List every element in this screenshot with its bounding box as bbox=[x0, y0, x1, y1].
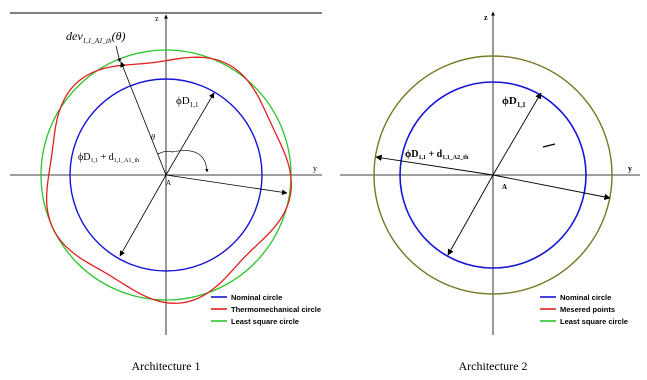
nominal-circle bbox=[69, 78, 263, 272]
architecture-2-panel: z y ϕD1,1 ϕD1,1 + d1,1_A2_th A Nominal c… bbox=[340, 11, 640, 373]
diameter-arrow-left bbox=[375, 154, 494, 176]
diameter-arrow-lower-left bbox=[119, 174, 167, 257]
nominal-circle bbox=[399, 81, 587, 269]
dev-pointer-arrow bbox=[115, 45, 122, 63]
legend-label-measured: Mesered points bbox=[560, 305, 615, 314]
nominal-diameter-label: ϕD1,1 bbox=[176, 95, 199, 109]
diameter-arrow-right bbox=[492, 174, 611, 200]
dev-label: dev1,1_A1_th(θ) bbox=[66, 29, 126, 45]
dev-radius-arrow bbox=[120, 61, 167, 176]
legend-label-thermo: Thermomechanical circle bbox=[231, 305, 321, 314]
y-axis-label: y bbox=[628, 164, 632, 173]
legend-architecture-1: Nominal circle Thermomechanical circle L… bbox=[211, 293, 321, 326]
nominal-radius-arrow bbox=[165, 92, 215, 176]
theta-label: θ bbox=[151, 133, 155, 142]
diameter-arrow-right bbox=[165, 174, 288, 196]
caption-architecture-2: Architecture 2 bbox=[459, 359, 528, 373]
theta-angle-arc-arrow bbox=[171, 150, 209, 173]
thermomechanical-circle bbox=[45, 56, 292, 304]
z-axis-label: z bbox=[155, 14, 159, 23]
legend-label-least-square: Least square circle bbox=[231, 317, 299, 326]
y-axis-label: y bbox=[313, 164, 317, 173]
z-axis-label: z bbox=[484, 13, 488, 22]
center-label: A bbox=[166, 179, 171, 187]
legend-label-nominal: Nominal circle bbox=[560, 293, 611, 302]
measured-points-circle bbox=[373, 55, 613, 295]
center-label: A bbox=[502, 183, 507, 191]
tick-mark bbox=[542, 143, 556, 148]
theta-arc bbox=[157, 150, 173, 155]
legend-label-least-square: Least square circle bbox=[560, 317, 628, 326]
legend-label-nominal: Nominal circle bbox=[231, 293, 282, 302]
architecture-1-panel: z y dev1,1_A1_th(θ) ϕD1,1 θ ϕD1,1 + d1,1… bbox=[10, 12, 322, 373]
nominal-diameter-label: ϕD1,1 bbox=[502, 95, 526, 109]
nominal-radius-arrow bbox=[492, 92, 542, 176]
diameter-arrow-lower-left bbox=[447, 174, 494, 256]
diameter-sum-label: ϕD1,1 + d1,1_A1_th bbox=[78, 152, 139, 164]
legend-architecture-2: Nominal circle Mesered points Least squa… bbox=[540, 293, 628, 326]
caption-architecture-1: Architecture 1 bbox=[132, 359, 201, 373]
diameter-sum-label: ϕD1,1 + d1,1_A2_th bbox=[405, 149, 469, 161]
